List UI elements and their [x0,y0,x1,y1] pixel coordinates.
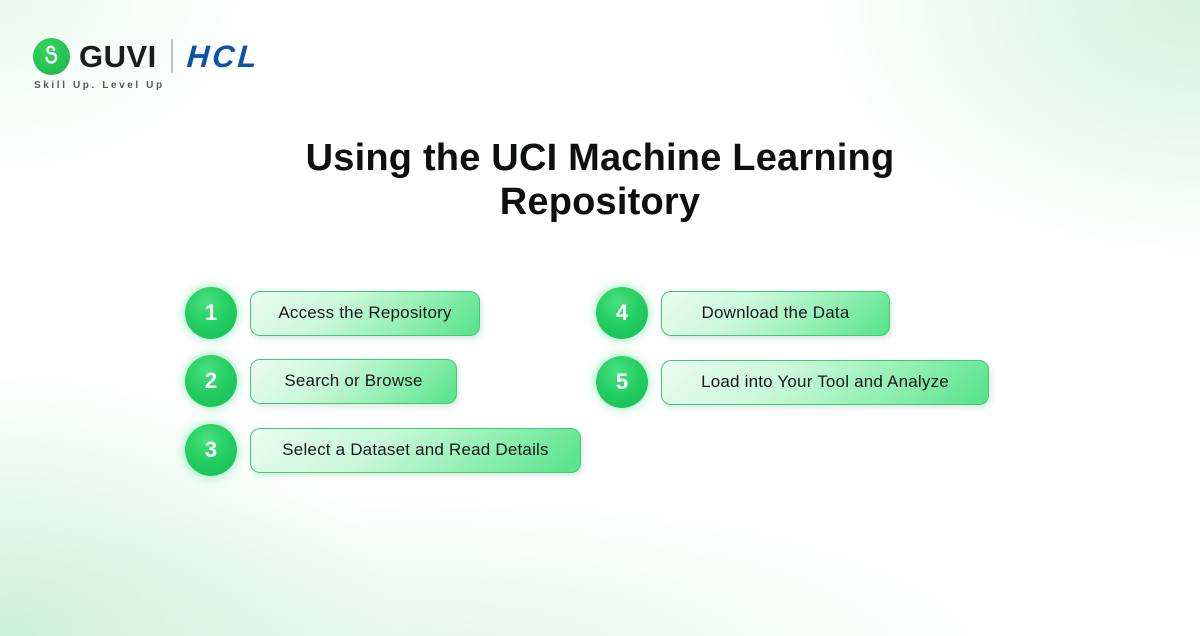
step-pill: Select a Dataset and Read Details [250,427,581,473]
step-pill: Load into Your Tool and Analyze [661,359,989,405]
guvi-wordmark: GUVI [79,38,157,74]
brand-header: GUVI HCL Skill Up. Level Up [33,36,261,91]
hcl-wordmark: HCL [185,38,261,74]
step-row-2: 2 Search or Browse [185,355,457,407]
step-number-badge: 2 [185,355,237,407]
page-title: Using the UCI Machine Learning Repositor… [305,137,895,224]
step-pill: Download the Data [661,290,890,336]
step-number-badge: 3 [185,424,237,476]
guvi-logo: GUVI [33,37,157,75]
step-number-badge: 1 [185,287,237,339]
step-pill: Search or Browse [250,358,457,404]
guvi-tagline: Skill Up. Level Up [34,80,165,91]
step-number-badge: 4 [596,287,648,339]
guvi-g-icon [33,37,70,75]
step-number-badge: 5 [596,356,648,408]
step-row-5: 5 Load into Your Tool and Analyze [596,356,989,408]
step-pill: Access the Repository [250,290,480,336]
step-row-1: 1 Access the Repository [185,287,480,339]
logo-divider [170,39,173,73]
step-row-4: 4 Download the Data [596,287,890,339]
step-row-3: 3 Select a Dataset and Read Details [185,424,581,476]
